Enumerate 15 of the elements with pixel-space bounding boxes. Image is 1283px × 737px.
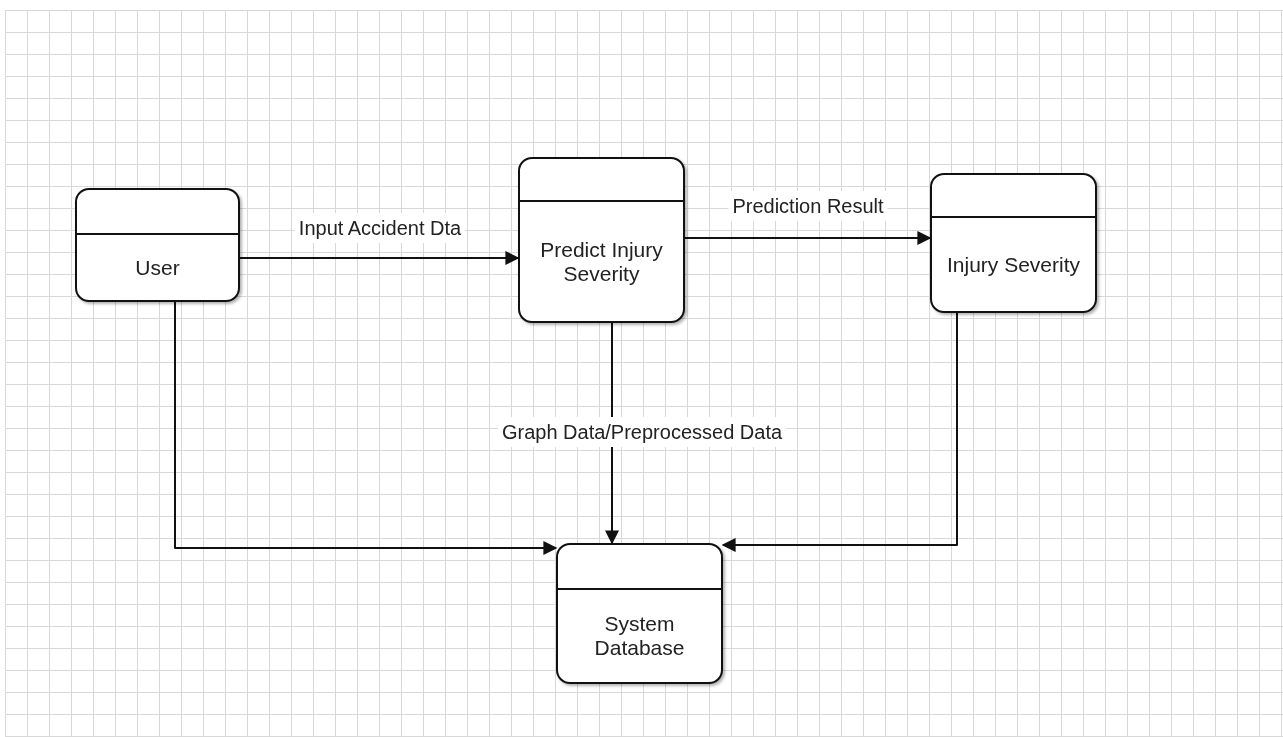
process-box	[556, 543, 723, 684]
node-label: User	[135, 255, 180, 280]
edge-label: Prediction Result	[728, 191, 888, 221]
arrow	[174, 301, 558, 555]
arrow	[239, 251, 520, 265]
arrow	[721, 312, 958, 552]
edge-label: Input Accident Dta	[294, 213, 466, 243]
process-box	[930, 173, 1097, 313]
edge-label: Graph Data/Preprocessed Data	[497, 417, 787, 447]
process-box	[518, 157, 685, 323]
process-box	[75, 188, 240, 302]
node-label: System Database	[593, 612, 686, 660]
node-label: Injury Severity	[946, 252, 1080, 277]
node-label: Predict Injury Severity	[539, 237, 664, 286]
arrow	[684, 231, 932, 245]
